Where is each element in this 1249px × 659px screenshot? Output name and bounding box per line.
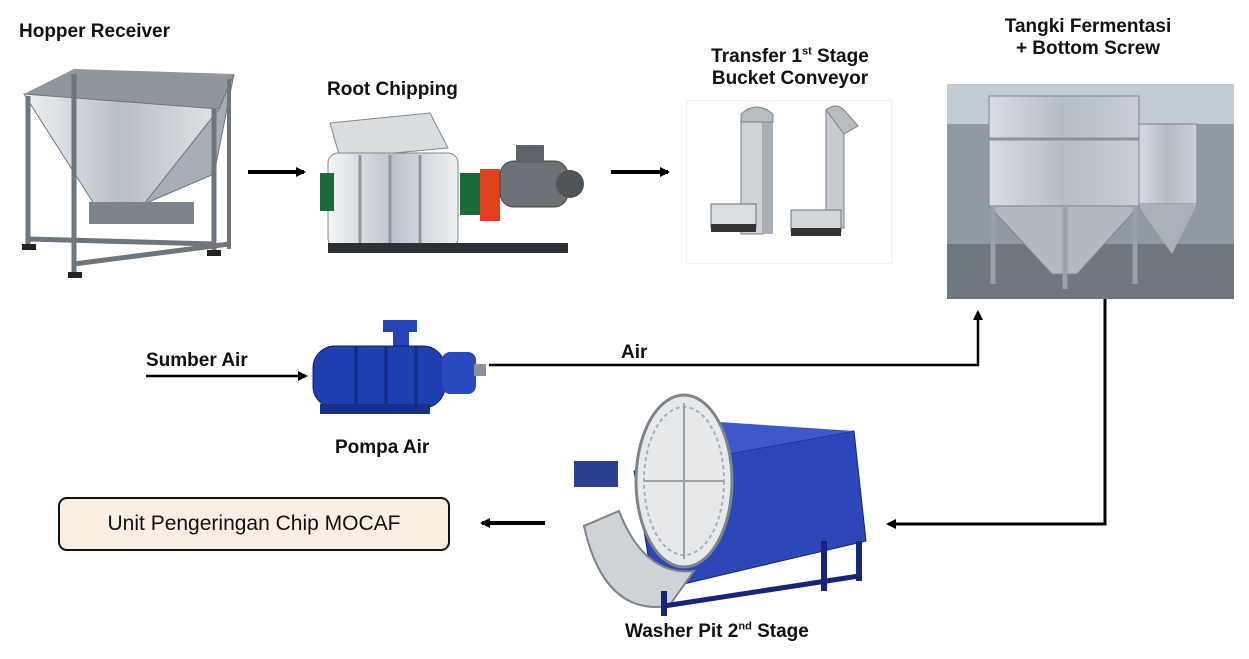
washer-pit-image xyxy=(574,393,867,616)
water-source-label: Sumber Air xyxy=(146,350,248,371)
fermentation-tank-label-line2: + Bottom Screw xyxy=(1015,38,1161,59)
fermentation-tank-label: Tangki Fermentasi + Bottom Screw xyxy=(970,16,1206,60)
arrow-tank-to-washer xyxy=(886,298,1107,529)
bucket-conveyor-label-line1-post: Stage xyxy=(811,46,869,67)
bucket-conveyor-label-line2: Bucket Conveyor xyxy=(711,68,869,89)
bucket-conveyor-label: Transfer 1st Stage Bucket Conveyor xyxy=(682,46,898,90)
bucket-conveyor-image xyxy=(686,100,892,264)
output-label: Unit Pengeringan Chip MOCAF xyxy=(107,512,401,535)
pump-label: Pompa Air xyxy=(335,437,430,458)
washer-pit-label-post: Stage xyxy=(751,621,809,642)
bucket-conveyor-label-sup: st xyxy=(802,45,812,58)
washer-pit-label-sup: nd xyxy=(738,620,752,633)
hopper-receiver-label: Hopper Receiver xyxy=(19,21,171,42)
arrow-pump-to-tank xyxy=(489,310,983,367)
hopper-receiver-image xyxy=(22,69,235,278)
bucket-conveyor-label-line1-pre: Transfer 1 xyxy=(711,46,802,67)
water-flow-label: Air xyxy=(621,342,648,363)
fermentation-tank-image xyxy=(947,84,1234,299)
water-pump-image xyxy=(312,320,486,414)
fermentation-tank-label-line1: Tangki Fermentasi xyxy=(1004,16,1172,37)
root-chipping-image xyxy=(320,112,584,253)
washer-pit-label-pre: Washer Pit 2 xyxy=(625,621,739,642)
root-chipping-label: Root Chipping xyxy=(327,79,458,100)
output-box: Unit Pengeringan Chip MOCAF xyxy=(58,497,450,551)
washer-pit-label: Washer Pit 2nd Stage xyxy=(625,621,809,643)
